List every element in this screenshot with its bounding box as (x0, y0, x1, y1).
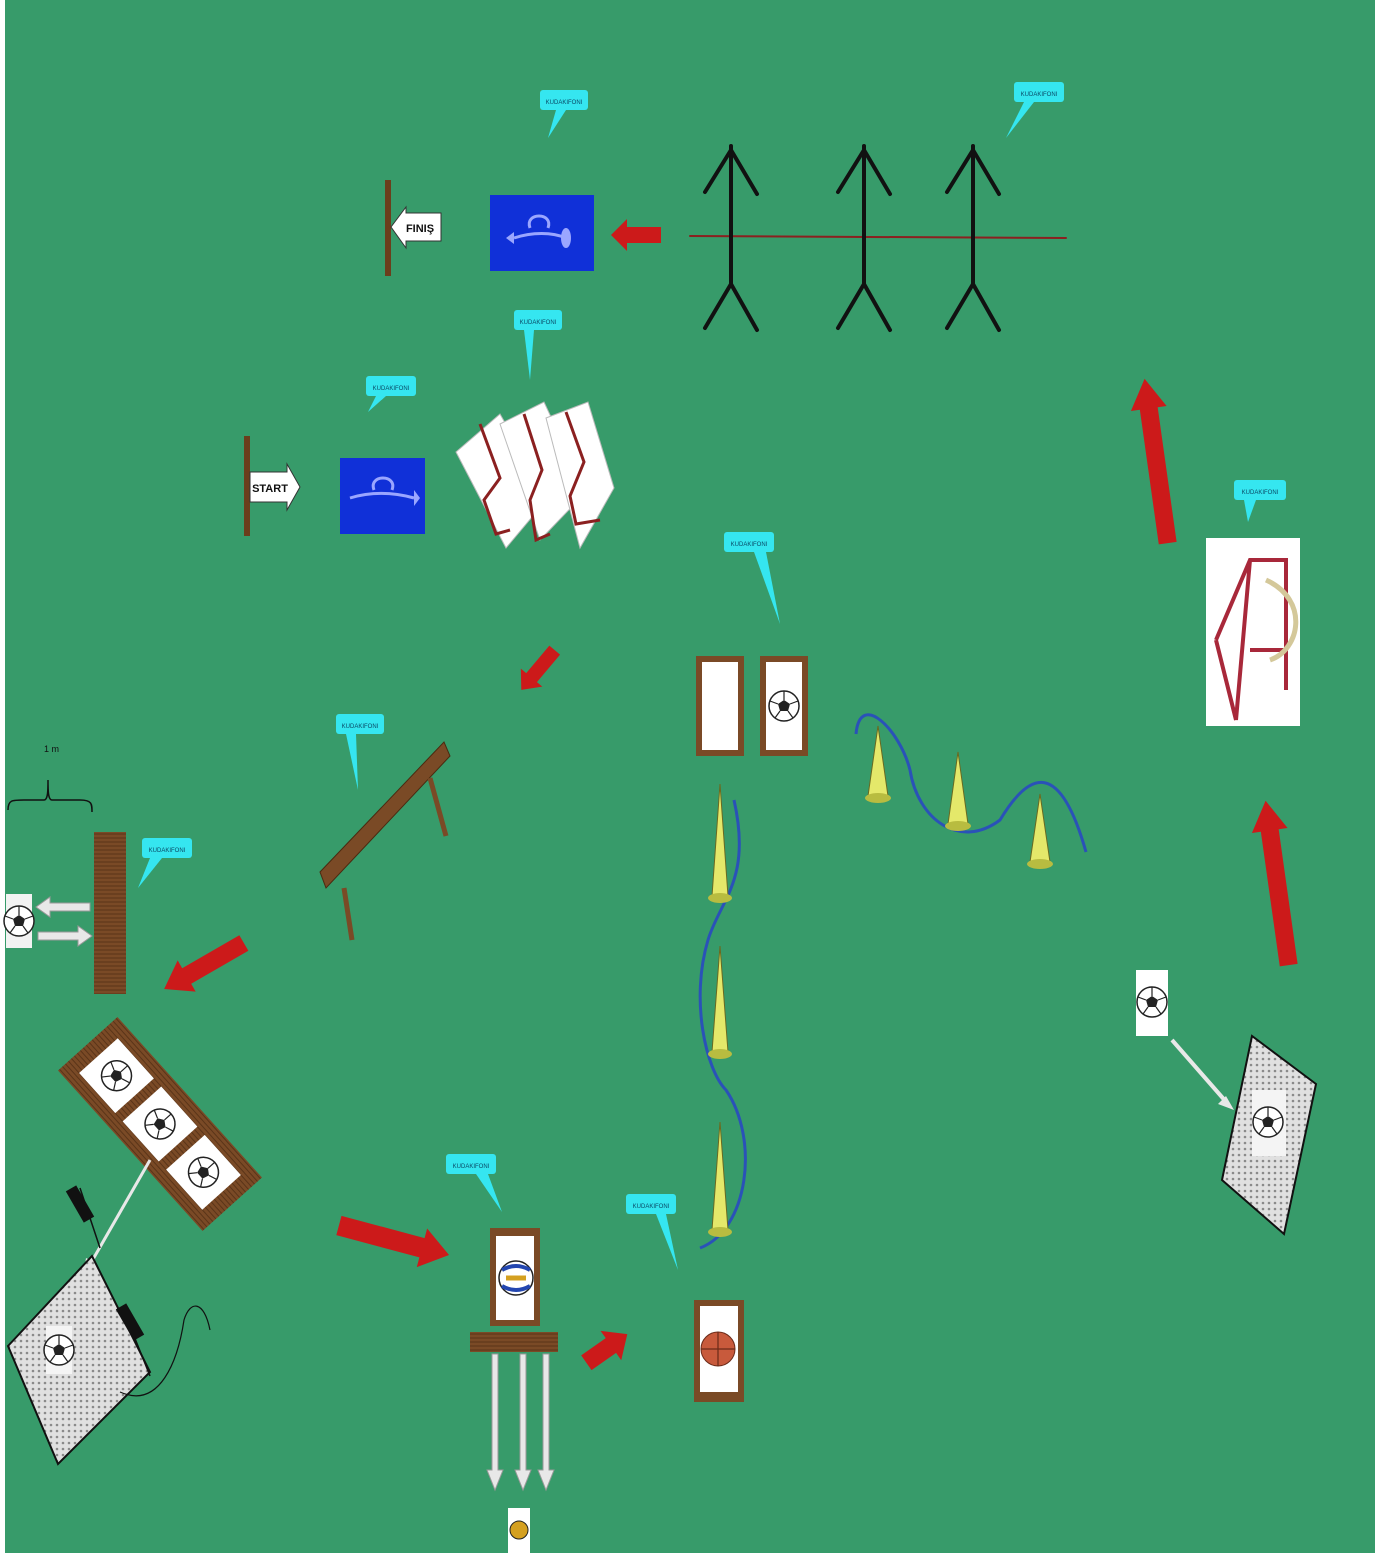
svg-text:1 m: 1 m (44, 744, 59, 754)
start-label: START (252, 483, 288, 495)
svg-text:KUDAKIFONI: KUDAKIFONI (633, 1204, 670, 1210)
tumble-mat-start (340, 458, 425, 534)
tumble-mat-finish (490, 195, 594, 271)
svg-text:KUDAKIFONI: KUDAKIFONI (373, 386, 410, 392)
svg-text:KUDAKIFONI: KUDAKIFONI (342, 724, 379, 730)
svg-text:KUDAKIFONI: KUDAKIFONI (731, 542, 768, 548)
drop-arrows (487, 1354, 554, 1490)
svg-text:KUDAKIFONI: KUDAKIFONI (546, 100, 583, 106)
svg-text:KUDAKIFONI: KUDAKIFONI (149, 848, 186, 854)
svg-text:KUDAKIFONI: KUDAKIFONI (1242, 490, 1279, 496)
svg-text:KUDAKIFONI: KUDAKIFONI (1021, 92, 1058, 98)
finish-label: FINIŞ (406, 223, 434, 235)
svg-text:KUDAKIFONI: KUDAKIFONI (520, 320, 557, 326)
basketball-station (694, 1300, 744, 1402)
svg-text:KUDAKIFONI: KUDAKIFONI (453, 1164, 490, 1170)
field-background (5, 0, 1375, 1553)
hurdle-jump-station (1206, 538, 1300, 726)
